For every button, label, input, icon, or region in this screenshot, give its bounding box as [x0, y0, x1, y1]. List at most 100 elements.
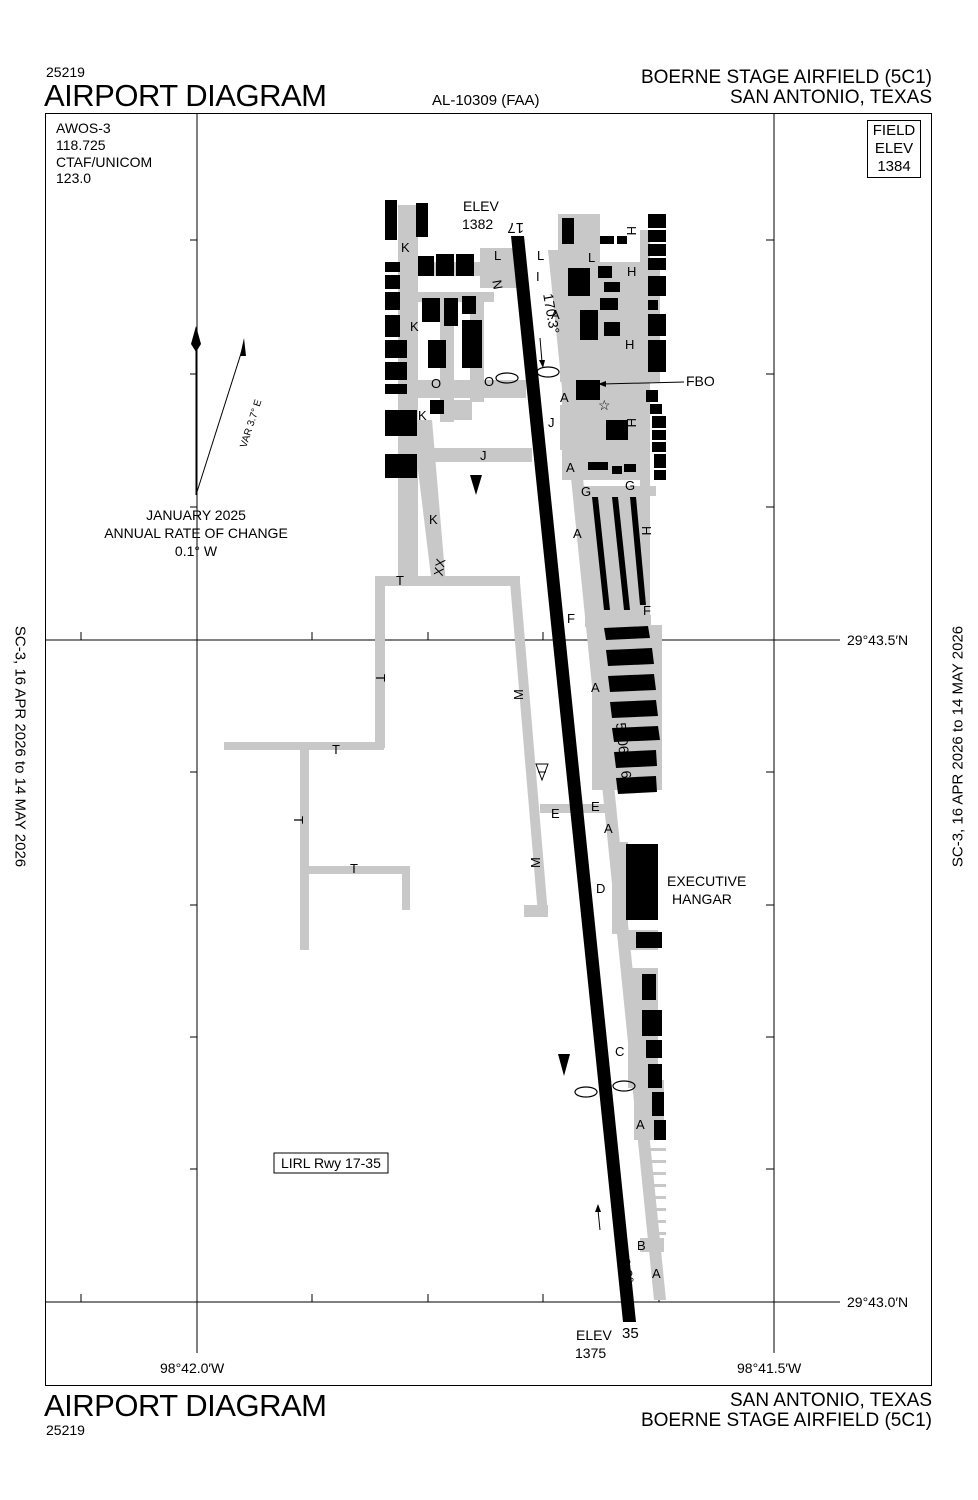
- tw-label-h2: H: [627, 264, 636, 279]
- runway-elev-south-label: ELEV: [576, 1327, 612, 1343]
- tw-label-e2: E: [591, 799, 600, 814]
- diagram-frame: [45, 113, 932, 1386]
- windcone-south: [558, 1054, 570, 1076]
- tw-label-l3: L: [588, 250, 595, 265]
- runway-elev-north-label: ELEV: [463, 198, 499, 214]
- runway-dimensions: 5006 X 60: [613, 722, 636, 787]
- field-elev-label-1: FIELD: [872, 122, 916, 139]
- comms-line-awos-freq: 118.725: [56, 136, 106, 153]
- tw-label-j2: J: [548, 415, 555, 430]
- tw-label-f2: F: [643, 603, 651, 618]
- footer-city-state: SAN ANTONIO, TEXAS: [729, 1390, 932, 1411]
- tw-label-xx: XX: [431, 557, 449, 577]
- beacon-icon: ☆: [598, 397, 611, 413]
- footer-procedure-number: 25219: [46, 1422, 85, 1438]
- runway-elev-north: 1382: [462, 216, 493, 232]
- buildings: [385, 200, 666, 1140]
- exec-hangar-label-2: HANGAR: [672, 891, 732, 907]
- lat-bottom: 29°43.0′N: [847, 1294, 908, 1310]
- tw-label-i: I: [536, 269, 540, 284]
- tw-label-a2: A: [560, 390, 569, 405]
- tw-label-k4: K: [429, 512, 438, 527]
- tw-label-a4: A: [573, 526, 582, 541]
- fbo-label: FBO: [686, 373, 715, 389]
- airport-name: BOERNE STAGE AIRFIELD (5C1): [640, 67, 932, 88]
- pavement: [224, 205, 666, 1300]
- comms-line-ctaf-freq: 123.0: [56, 170, 92, 187]
- taxiway-labels: L L L N I K K K K O O J J XX H H H H H A…: [291, 226, 661, 1281]
- mag-rate-label: ANNUAL RATE OF CHANGE: [104, 525, 288, 541]
- chart-id: AL-10309 (FAA): [432, 92, 540, 109]
- taxiway-t-top: [380, 576, 520, 586]
- tw-label-o2: O: [484, 374, 494, 389]
- tw-label-h5: H: [639, 526, 654, 535]
- runway-labels: 17 35 170.3° 350.3° 5006 X 60 ELEV 1382 …: [462, 198, 639, 1361]
- lat-top: 29°43.5′N: [847, 632, 908, 648]
- runway-heading-17: 170.3°: [540, 292, 563, 335]
- tw-label-a7: A: [636, 1117, 645, 1132]
- chart-title: AIRPORT DIAGRAM: [44, 78, 327, 113]
- tw-label-k1: K: [401, 240, 410, 255]
- windcone-north: [470, 475, 482, 495]
- hold-markers-south: [574, 1080, 636, 1098]
- fbo-leader: [601, 381, 685, 385]
- tw-label-m1: M: [511, 689, 526, 700]
- tw-label-l2: L: [537, 248, 544, 263]
- tw-label-g1: G: [581, 484, 591, 499]
- tw-label-a6: A: [604, 821, 613, 836]
- taxiway-m: [510, 582, 548, 915]
- tw-label-t3: T: [332, 742, 340, 757]
- lon-left: 98°42.0′W: [160, 1360, 225, 1376]
- mag-date: JANUARY 2025: [146, 507, 246, 523]
- tw-label-t2: T: [373, 674, 388, 682]
- tw-label-g2: G: [625, 478, 635, 493]
- lighting-text: LIRL Rwy 17-35: [281, 1155, 381, 1171]
- comms-line-awos: AWOS-3: [56, 120, 111, 136]
- tw-label-a5: A: [591, 680, 600, 695]
- graticule: [45, 113, 840, 1353]
- tw-label-h4: H: [624, 418, 639, 427]
- runway-elev-south: 1375: [575, 1345, 606, 1361]
- tw-label-o1: O: [431, 376, 441, 391]
- tw-label-k3: K: [418, 408, 427, 423]
- exec-hangar-label-1: EXECUTIVE: [667, 873, 746, 889]
- tw-label-k2: K: [410, 319, 419, 334]
- footer-airport-block: SAN ANTONIO, TEXAS BOERNE STAGE AIRFIELD…: [641, 1391, 932, 1431]
- lon-right: 98°41.5′W: [737, 1360, 802, 1376]
- tw-label-m2: M: [528, 857, 543, 868]
- field-elev-value: 1384: [877, 158, 911, 175]
- tw-label-t4: T: [291, 816, 306, 824]
- hold-markers-north: [495, 366, 560, 384]
- executive-hangar-building: [626, 844, 658, 920]
- procedure-number: 25219: [46, 64, 85, 80]
- tw-label-h3: H: [625, 337, 634, 352]
- runway-end-17: 17: [507, 219, 524, 236]
- footer-airport-name: BOERNE STAGE AIRFIELD (5C1): [640, 1409, 932, 1431]
- header-airport-block: BOERNE STAGE AIRFIELD (5C1) SAN ANTONIO,…: [641, 68, 932, 108]
- tw-label-b: B: [637, 1238, 646, 1253]
- field-elevation-box: FIELD ELEV 1384: [867, 120, 921, 178]
- runway-heading-35: 350.3°: [614, 1242, 637, 1285]
- heading-arrow-35: [597, 1209, 601, 1231]
- comms-line-ctaf: CTAF/UNICOM: [56, 153, 153, 170]
- tw-label-h1: H: [624, 226, 639, 235]
- lighting-box: [273, 1152, 389, 1174]
- tw-label-t5: T: [350, 861, 358, 876]
- runway-end-35: 35: [622, 1325, 639, 1342]
- tw-label-a1: A: [551, 307, 560, 322]
- tw-label-a3: A: [566, 460, 575, 475]
- comms-block: AWOS-3 118.725 CTAF/UNICOM 123.0: [56, 120, 152, 187]
- field-elev-label-2: ELEV: [874, 140, 914, 157]
- footer-title: AIRPORT DIAGRAM: [44, 1388, 327, 1423]
- tw-label-c: C: [615, 1044, 624, 1059]
- windcone-mid: [535, 763, 549, 782]
- city-state: SAN ANTONIO, TEXAS: [729, 86, 932, 108]
- fbo-building: [576, 380, 600, 400]
- tw-label-a8: A: [652, 1266, 661, 1281]
- north-arrow: [191, 326, 246, 496]
- tw-label-j1: J: [480, 448, 487, 463]
- tw-label-e1: E: [551, 806, 560, 821]
- tw-label-l1: L: [494, 248, 501, 263]
- tw-label-d: D: [596, 881, 605, 896]
